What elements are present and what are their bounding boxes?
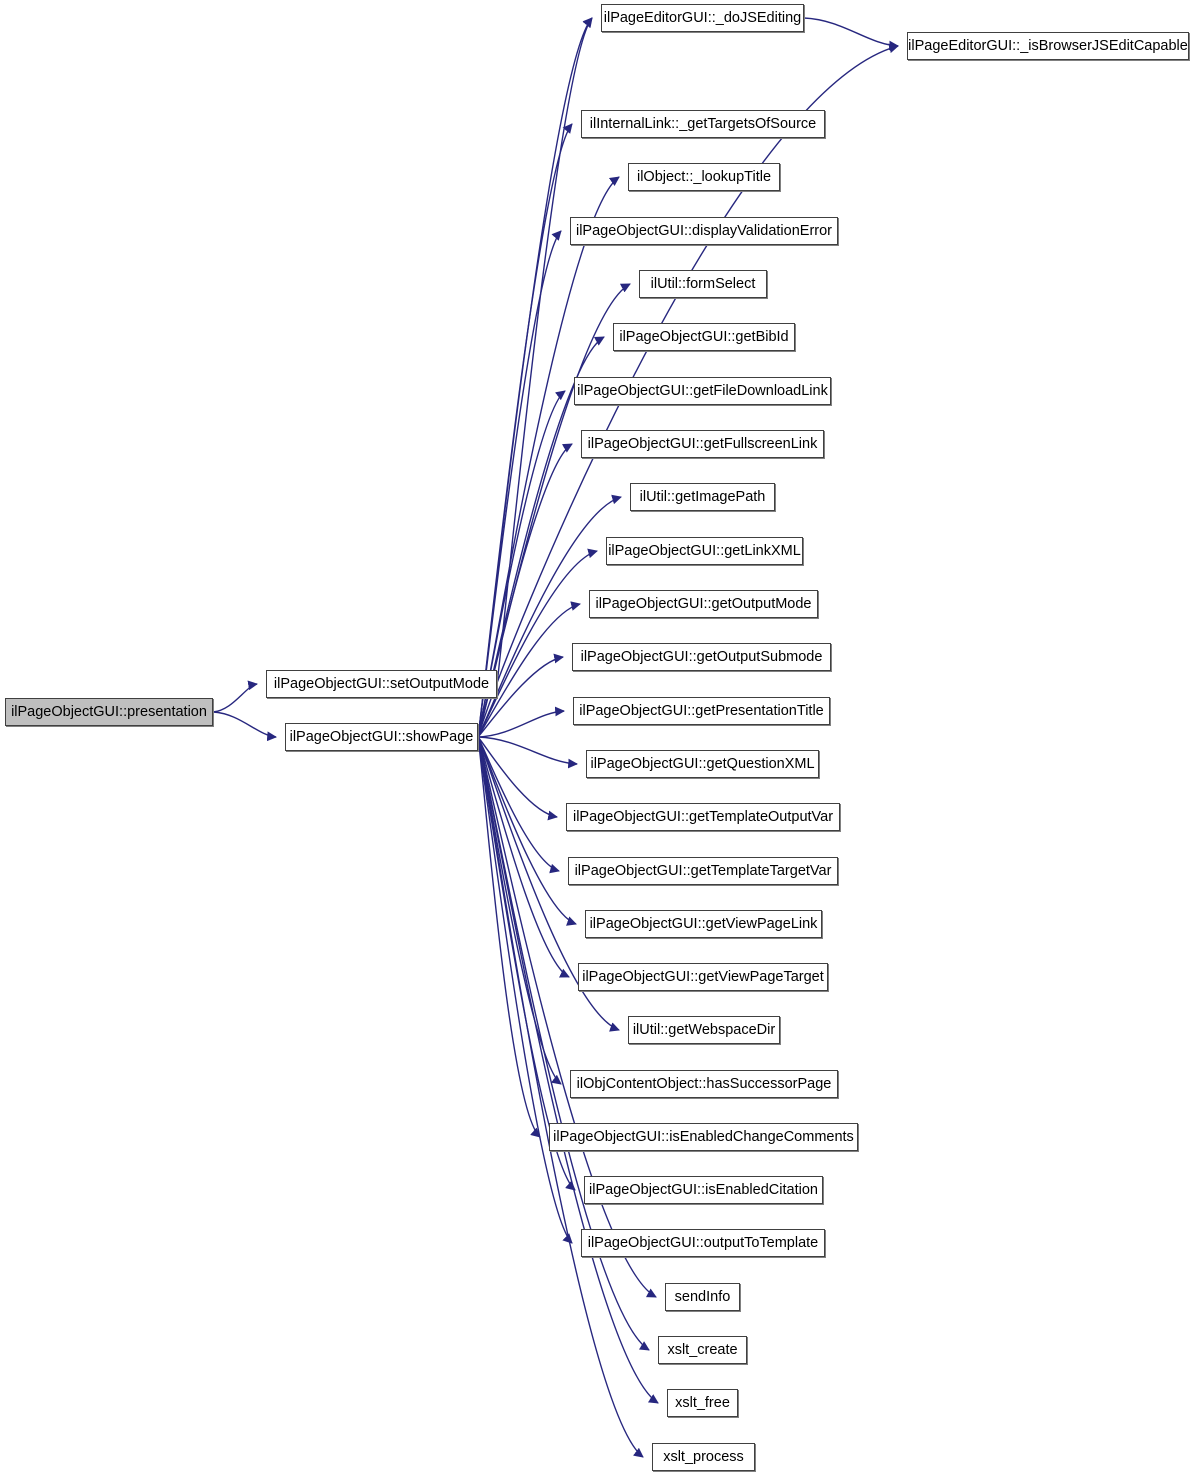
- graph-node-getWebspaceDir[interactable]: ilUtil::getWebspaceDir: [628, 1016, 780, 1044]
- graph-node-xslt_process[interactable]: xslt_process: [652, 1443, 755, 1471]
- graph-node-label: ilPageObjectGUI::setOutputMode: [273, 676, 490, 692]
- graph-node-xslt_create[interactable]: xslt_create: [658, 1336, 747, 1364]
- graph-node-getOutputMode[interactable]: ilPageObjectGUI::getOutputMode: [589, 590, 818, 618]
- graph-edge-showPage-to-getViewPageTarget: [477, 736, 570, 978]
- graph-node-label: ilPageEditorGUI::_isBrowserJSEditCapable: [908, 38, 1188, 54]
- graph-node-label: ilPageObjectGUI::getViewPageTarget: [582, 969, 824, 985]
- graph-node-isEnabledChangeComments[interactable]: ilPageObjectGUI::isEnabledChangeComments: [549, 1123, 858, 1151]
- graph-node-label: xslt_create: [667, 1342, 738, 1358]
- graph-node-label: ilPageObjectGUI::getViewPageLink: [589, 916, 818, 932]
- graph-node-showPage[interactable]: ilPageObjectGUI::showPage: [285, 723, 478, 751]
- graph-node-getBibId[interactable]: ilPageObjectGUI::getBibId: [613, 323, 795, 351]
- graph-node-label: xslt_free: [675, 1395, 730, 1411]
- graph-node-getViewPageTarget[interactable]: ilPageObjectGUI::getViewPageTarget: [578, 963, 828, 991]
- graph-node-getViewPageLink[interactable]: ilPageObjectGUI::getViewPageLink: [585, 910, 822, 938]
- graph-node-hasSuccessorPage[interactable]: ilObjContentObject::hasSuccessorPage: [570, 1070, 838, 1098]
- graph-node-label: ilPageObjectGUI::getFileDownloadLink: [577, 383, 828, 399]
- graph-node-setOutputMode[interactable]: ilPageObjectGUI::setOutputMode: [266, 670, 497, 698]
- graph-edge-showPage-to-isEnabledChangeComments: [477, 736, 541, 1138]
- graph-node-xslt_free[interactable]: xslt_free: [667, 1389, 738, 1417]
- graph-node-label: ilPageObjectGUI::showPage: [289, 729, 474, 745]
- graph-node-label: ilObject::_lookupTitle: [636, 169, 772, 185]
- graph-edge-presentation-to-showPage: [212, 711, 277, 742]
- graph-node-label: ilPageEditorGUI::_doJSEditing: [603, 10, 802, 26]
- graph-node-getPresentationTitle[interactable]: ilPageObjectGUI::getPresentationTitle: [573, 697, 830, 725]
- graph-edge-setOutputMode-to-doJSEditing: [496, 17, 593, 685]
- graph-node-sendInfo[interactable]: sendInfo: [665, 1283, 740, 1311]
- graph-node-getLinkXML[interactable]: ilPageObjectGUI::getLinkXML: [606, 537, 803, 565]
- graph-node-getTargetsOfSource[interactable]: ilInternalLink::_getTargetsOfSource: [581, 110, 825, 138]
- graph-edge-presentation-to-setOutputMode: [212, 680, 258, 713]
- graph-node-presentation[interactable]: ilPageObjectGUI::presentation: [5, 698, 213, 726]
- graph-edge-showPage-to-getTemplateOutputVar: [477, 736, 558, 821]
- graph-node-getImagePath[interactable]: ilUtil::getImagePath: [630, 483, 775, 511]
- graph-node-label: ilPageObjectGUI::presentation: [11, 704, 207, 720]
- graph-node-displayValidationError[interactable]: ilPageObjectGUI::displayValidationError: [570, 217, 838, 245]
- graph-node-label: xslt_process: [663, 1449, 744, 1465]
- graph-node-label: ilUtil::getImagePath: [639, 489, 766, 505]
- graph-node-getQuestionXML[interactable]: ilPageObjectGUI::getQuestionXML: [586, 750, 819, 778]
- graph-node-label: ilPageObjectGUI::displayValidationError: [575, 223, 832, 239]
- graph-node-outputToTemplate[interactable]: ilPageObjectGUI::outputToTemplate: [581, 1229, 825, 1257]
- graph-node-getTemplateTargetVar[interactable]: ilPageObjectGUI::getTemplateTargetVar: [568, 857, 838, 885]
- graph-edge-showPage-to-getQuestionXML: [477, 736, 578, 769]
- graph-node-label: ilPageObjectGUI::getOutputMode: [595, 596, 812, 612]
- graph-edge-showPage-to-displayValidationError: [477, 230, 562, 738]
- graph-edge-showPage-to-hasSuccessorPage: [477, 736, 562, 1085]
- graph-node-getOutputSubmode[interactable]: ilPageObjectGUI::getOutputSubmode: [572, 643, 831, 671]
- graph-edge-showPage-to-outputToTemplate: [477, 736, 573, 1244]
- graph-edge-showPage-to-getTargetsOfSource: [477, 123, 573, 738]
- graph-edge-showPage-to-getPresentationTitle: [477, 706, 565, 738]
- graph-node-label: ilPageObjectGUI::getLinkXML: [608, 543, 801, 559]
- graph-node-label: ilPageObjectGUI::outputToTemplate: [587, 1235, 819, 1251]
- graph-node-doJSEditing[interactable]: ilPageEditorGUI::_doJSEditing: [601, 4, 804, 32]
- graph-node-formSelect[interactable]: ilUtil::formSelect: [639, 270, 767, 298]
- graph-node-label: ilObjContentObject::hasSuccessorPage: [576, 1076, 832, 1092]
- graph-node-label: ilUtil::formSelect: [650, 276, 756, 292]
- graph-node-label: sendInfo: [674, 1289, 731, 1305]
- graph-node-label: ilPageObjectGUI::isEnabledChangeComments: [553, 1129, 854, 1145]
- graph-node-label: ilPageObjectGUI::getBibId: [619, 329, 789, 345]
- graph-node-lookupTitle[interactable]: ilObject::_lookupTitle: [628, 163, 780, 191]
- graph-node-label: ilPageObjectGUI::getTemplateOutputVar: [572, 809, 834, 825]
- graph-node-isBrowserJSEditCapable[interactable]: ilPageEditorGUI::_isBrowserJSEditCapable: [907, 32, 1189, 60]
- graph-edge-doJSEditing-to-isBrowserJSEditCapable: [803, 17, 899, 51]
- graph-node-label: ilUtil::getWebspaceDir: [632, 1022, 776, 1038]
- graph-node-label: ilPageObjectGUI::isEnabledCitation: [589, 1182, 818, 1198]
- graph-node-label: ilPageObjectGUI::getQuestionXML: [590, 756, 815, 772]
- graph-node-label: ilPageObjectGUI::getOutputSubmode: [580, 649, 823, 665]
- graph-node-label: ilInternalLink::_getTargetsOfSource: [589, 116, 817, 132]
- graph-node-isEnabledCitation[interactable]: ilPageObjectGUI::isEnabledCitation: [584, 1176, 823, 1204]
- graph-edge-showPage-to-getViewPageLink: [477, 736, 577, 926]
- graph-node-getFullscreenLink[interactable]: ilPageObjectGUI::getFullscreenLink: [581, 430, 824, 458]
- graph-node-getTemplateOutputVar[interactable]: ilPageObjectGUI::getTemplateOutputVar: [566, 803, 840, 831]
- graph-node-label: ilPageObjectGUI::getTemplateTargetVar: [574, 863, 832, 879]
- graph-edge-showPage-to-getTemplateTargetVar: [477, 736, 560, 874]
- graph-node-getFileDownloadLink[interactable]: ilPageObjectGUI::getFileDownloadLink: [574, 377, 831, 405]
- graph-node-label: ilPageObjectGUI::getFullscreenLink: [587, 436, 818, 452]
- graph-node-label: ilPageObjectGUI::getPresentationTitle: [579, 703, 824, 719]
